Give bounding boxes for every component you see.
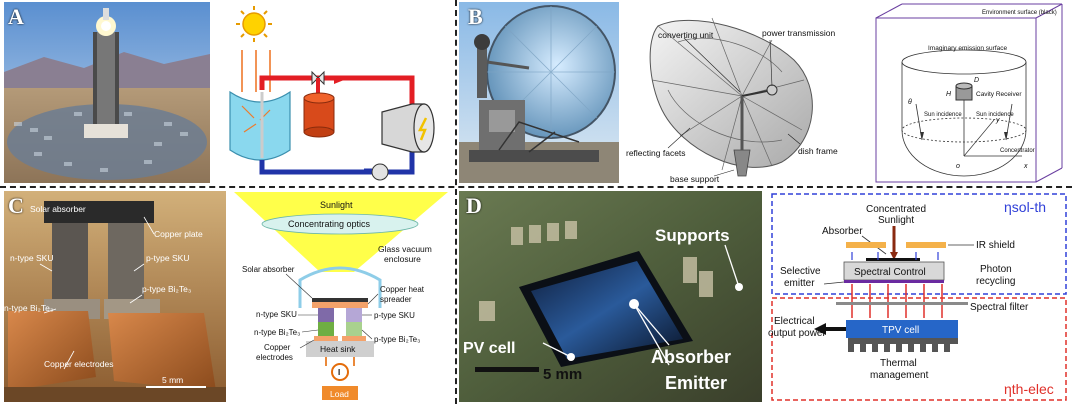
- csp-cycle-schematic: [212, 0, 452, 186]
- label-photon-1: Photon: [980, 264, 1012, 275]
- label-p-bite-photo: p-type Bi₂Te₃: [142, 284, 191, 294]
- label-n-sku-photo: n-type SKU: [10, 253, 53, 263]
- panel-a-label: A: [8, 4, 24, 29]
- label-concentrated-2: Sunlight: [878, 215, 914, 226]
- pump-icon: [364, 163, 389, 181]
- label-heat-sink: Heat sink: [320, 344, 356, 354]
- label-n-bite-schematic: n-type Bi₂Te₃: [254, 328, 300, 337]
- label-eta-th-elec: ηth-elec: [1004, 381, 1054, 397]
- label-thermal-2: management: [870, 370, 929, 381]
- label-solar-absorber-schematic: Solar absorber: [242, 265, 295, 274]
- label-copper-heat-1: Copper heat: [380, 285, 425, 294]
- label-reflecting-facets: reflecting facets: [626, 148, 686, 158]
- sun-icon: [236, 6, 272, 42]
- tpv-device-photo: [459, 191, 762, 402]
- thermoelectric-photo-labels: Solar absorber Copper plate n-type SKU p…: [4, 191, 226, 402]
- label-copper-electrodes-1: Copper: [264, 343, 291, 352]
- label-supports: Supports: [655, 226, 730, 245]
- label-absorber-schematic: Absorber: [822, 226, 863, 237]
- label-copper-heat-2: spreader: [380, 295, 412, 304]
- label-h: H: [946, 91, 952, 98]
- dish-structure-diagram: converting unit power transmission refle…: [622, 0, 870, 186]
- label-n-bite-photo: n-type Bi₂Te₃: [4, 303, 53, 313]
- tpv-schematic: ηsol-th Concentrated Sunlight Absorber I…: [766, 190, 1070, 404]
- label-electrical-2: output power: [768, 328, 826, 339]
- label-current: I: [338, 368, 340, 377]
- label-imaginary-emission: Imaginary emission surface: [928, 45, 1007, 52]
- thermoelectric-schematic: Sunlight Concentrating optics Glass vacu…: [228, 190, 452, 404]
- label-sunlight: Sunlight: [320, 200, 353, 210]
- tpv-photo-labels: Supports PV cell 5 mm Absorber Emitter: [459, 191, 762, 402]
- panel-c-label: C: [8, 193, 24, 218]
- label-copper-electrodes-photo: Copper electrodes: [44, 359, 113, 369]
- label-p-sku-schematic: p-type SKU: [374, 311, 415, 320]
- label-copper-plate: Copper plate: [154, 229, 203, 239]
- tower-plant-photo: [4, 2, 210, 183]
- label-d: D: [974, 77, 979, 84]
- label-sun-incidence-2: Sun incidence: [976, 112, 1014, 118]
- label-power-transmission: power transmission: [762, 28, 835, 38]
- label-ir-shield: IR shield: [976, 240, 1015, 251]
- thermoelectric-device-photo: [4, 191, 226, 402]
- label-tpv-cell: TPV cell: [882, 325, 919, 336]
- label-theta: θ: [908, 99, 912, 106]
- panel-d-label: D: [466, 193, 482, 218]
- label-dish-frame: dish frame: [798, 146, 838, 156]
- label-selective-1: Selective: [780, 266, 821, 277]
- label-absorber-photo: Absorber: [651, 347, 731, 367]
- label-p-sku-photo: p-type SKU: [146, 253, 189, 263]
- label-spectral-control: Spectral Control: [854, 267, 926, 278]
- label-electrical-1: Electrical: [774, 316, 815, 327]
- label-cavity-receiver: Cavity Receiver: [976, 91, 1022, 98]
- scale-bar-d: 5 mm: [543, 366, 582, 383]
- label-p-bite-schematic: p-type Bi₂Te₃: [374, 335, 420, 344]
- label-base-support: base support: [670, 174, 720, 184]
- label-thermal-1: Thermal: [880, 358, 917, 369]
- horizontal-separator: [0, 186, 1072, 188]
- label-converting-unit: converting unit: [658, 30, 714, 40]
- label-environment-surface: Environment surface (black): [982, 10, 1057, 16]
- label-emitter-photo: Emitter: [665, 373, 727, 393]
- label-selective-2: emitter: [784, 278, 815, 289]
- label-eta-sol-th: ηsol-th: [1004, 199, 1046, 215]
- cavity-receiver-diagram: Environment surface (black) Imaginary em…: [872, 0, 1070, 186]
- label-o: o: [956, 163, 960, 170]
- label-y: y: [995, 117, 1000, 124]
- label-glass-enclosure-2: enclosure: [384, 254, 421, 264]
- label-n-sku-schematic: n-type SKU: [256, 310, 297, 319]
- vertical-separator: [455, 0, 457, 404]
- dish-stirling-photo: [459, 2, 619, 183]
- label-photon-2: recycling: [976, 276, 1015, 287]
- label-glass-enclosure-1: Glass vacuum: [378, 244, 432, 254]
- label-pv-cell: PV cell: [463, 340, 515, 357]
- label-concentrating-optics: Concentrating optics: [288, 219, 371, 229]
- label-solar-absorber-photo: Solar absorber: [30, 204, 86, 214]
- label-concentrator: Concentrator: [1000, 148, 1035, 154]
- label-copper-electrodes-2: electrodes: [256, 353, 293, 362]
- panel-b-label: B: [468, 4, 483, 29]
- label-sun-incidence-1: Sun incidence: [924, 112, 962, 118]
- scale-bar-c: 5 mm: [162, 375, 183, 385]
- label-load: Load: [330, 389, 349, 399]
- turbine-icon: [381, 103, 435, 153]
- label-spectral-filter: Spectral filter: [970, 302, 1029, 313]
- label-concentrated-1: Concentrated: [866, 204, 926, 215]
- label-x: x: [1023, 163, 1028, 170]
